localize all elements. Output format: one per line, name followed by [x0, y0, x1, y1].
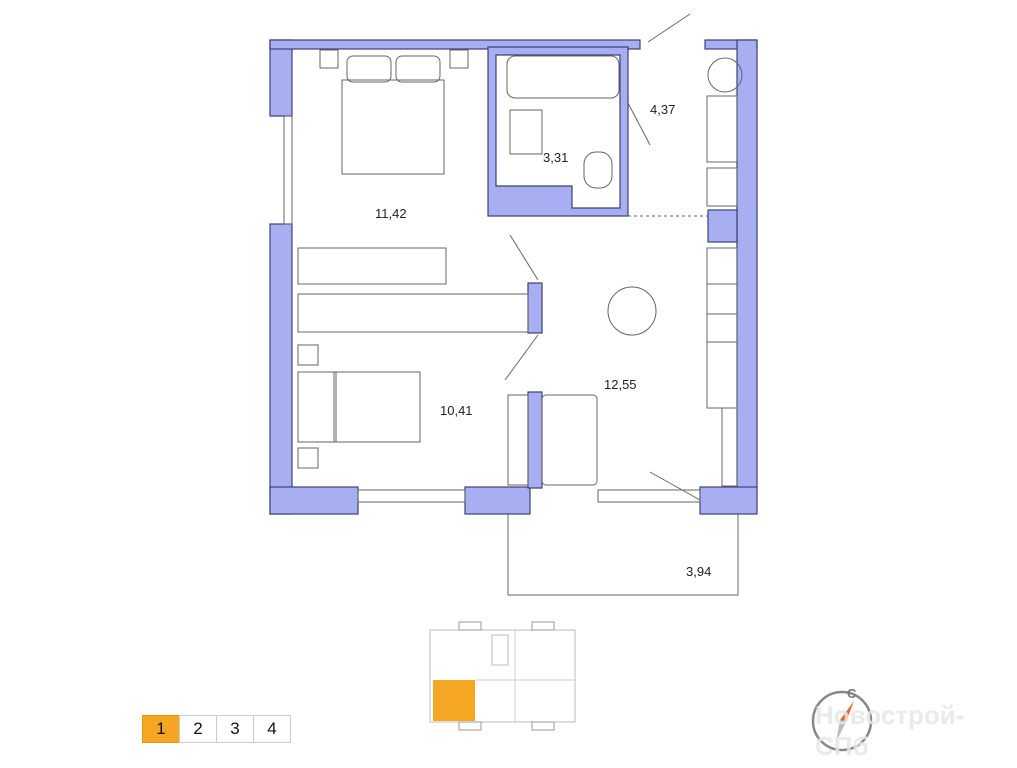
section-tab-1[interactable]: 1 [142, 715, 180, 743]
building-minimap [429, 621, 576, 731]
fixtures [283, 13, 743, 596]
watermark: Новострой-СПб [815, 700, 965, 761]
current-apartment-highlight [433, 680, 475, 721]
section-tab-3[interactable]: 3 [216, 715, 254, 743]
section-tab-4[interactable]: 4 [253, 715, 291, 743]
section-tab-2[interactable]: 2 [179, 715, 217, 743]
room-area-balcony: 3,94 [686, 564, 712, 579]
room-area-bedroom-1: 11,42 [375, 206, 407, 221]
room-area-bathroom: 3,31 [543, 150, 569, 165]
compass-icon [811, 690, 873, 752]
room-area-kitchen-living: 12,55 [604, 377, 637, 392]
room-area-bedroom-2: 10,41 [440, 403, 473, 418]
room-area-hall: 4,37 [650, 102, 676, 117]
section-tabs: 1 2 3 4 [142, 715, 291, 743]
compass-north-label: С [847, 686, 857, 701]
walls [269, 39, 758, 515]
